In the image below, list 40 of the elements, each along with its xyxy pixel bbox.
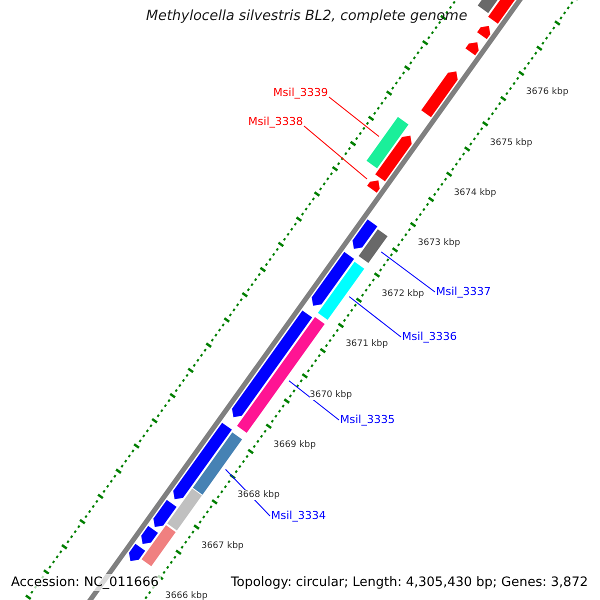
gene-block [312,252,354,306]
gene-block [465,42,479,56]
gene-block [173,422,232,500]
gene-label: Msil_3337 [436,285,491,298]
tick-label: 3669 kbp [273,440,316,450]
tick-label: 3667 kbp [201,540,244,551]
tick-label: 3674 kbp [454,188,496,198]
gene-block [142,525,176,566]
gene-label: Msil_3335 [340,413,395,426]
leader-line [288,380,340,420]
leader-line [348,296,402,338]
gene-block [375,136,412,182]
gene-label: Msil_3336 [402,330,457,343]
tick-label: 3673 kbp [418,238,460,248]
accession-text: Accession: NC_011666 [9,574,161,591]
genome-title: Methylocella silvestris BL2, complete genome [146,8,468,24]
gene-block [366,116,408,168]
tick-label: 3672 kbp [382,288,424,299]
leader-line [328,96,380,138]
gene-block [477,26,490,40]
gene-block [141,526,158,544]
gene-block [367,180,380,193]
tick-label: 3668 kbp [237,490,280,500]
tick-label: 3670 kbp [310,390,352,400]
gene-block [129,544,146,562]
leader-line [304,126,368,180]
gene-block [358,229,388,263]
gene-label: Msil_3338 [248,115,303,128]
gene-block [318,262,364,320]
gene-label: Msil_3339 [273,86,328,99]
genome-stats-text: Topology: circular; Length: 4,305,430 bp; Genes: 3,872 [228,574,590,591]
gene-label: Msil_3334 [271,509,326,522]
tick-label: 3676 kbp [526,87,568,98]
gene-block [153,500,177,527]
tick-label: 3675 kbp [490,138,532,148]
tick-label: 3666 kbp [165,591,208,600]
gene-block [421,71,458,118]
gene-block [167,488,202,530]
gene-block [352,219,378,249]
tick-label: 3671 kbp [346,339,388,350]
